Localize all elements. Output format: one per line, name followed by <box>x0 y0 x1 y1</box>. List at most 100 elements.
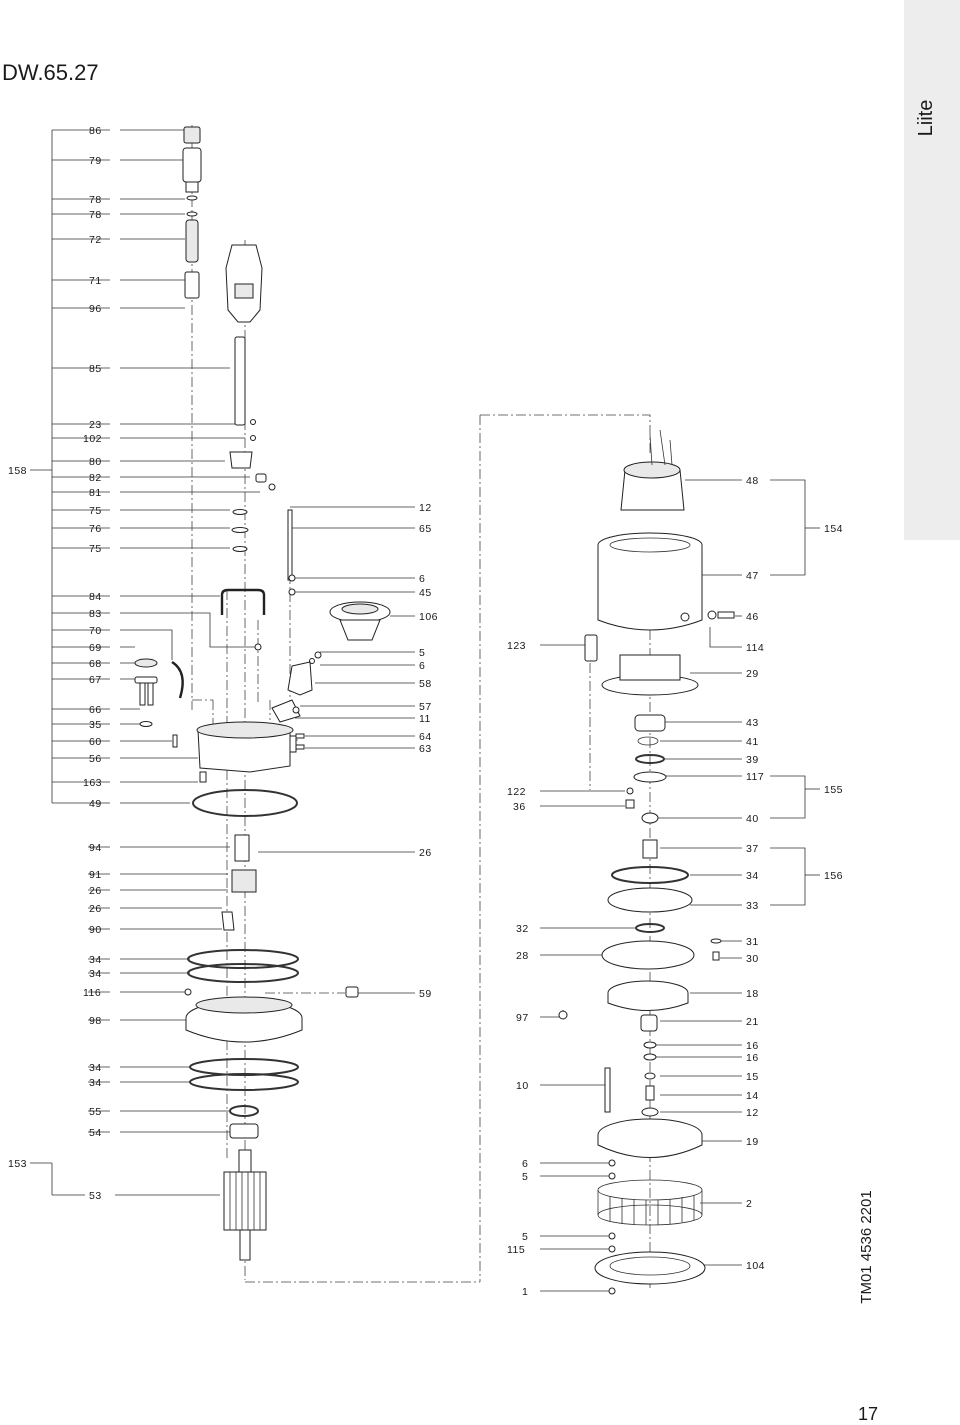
label-104: 104 <box>746 1260 765 1272</box>
label-117: 117 <box>746 771 764 783</box>
middle-parts <box>271 509 391 998</box>
label-36: 36 <box>513 801 526 813</box>
label-34: 34 <box>89 1062 102 1074</box>
label-69: 69 <box>89 642 102 654</box>
label-55: 55 <box>89 1106 102 1118</box>
label-39: 39 <box>746 754 759 766</box>
label-6: 6 <box>522 1158 528 1170</box>
label-16: 16 <box>746 1040 759 1052</box>
label-56: 56 <box>89 753 102 765</box>
label-155: 155 <box>824 784 843 796</box>
label-41: 41 <box>746 736 759 748</box>
label-106: 106 <box>419 611 438 623</box>
label-96: 96 <box>89 303 102 315</box>
label-18: 18 <box>746 988 759 1000</box>
label-12: 12 <box>419 502 432 514</box>
label-26: 26 <box>419 847 432 859</box>
label-12: 12 <box>746 1107 759 1119</box>
label-70: 70 <box>89 625 102 637</box>
label-53: 53 <box>89 1190 102 1202</box>
label-80: 80 <box>89 456 102 468</box>
left-parts <box>134 126 303 1261</box>
right-parts <box>558 429 735 1295</box>
label-1: 1 <box>522 1286 528 1298</box>
label-26: 26 <box>89 903 102 915</box>
label-82: 82 <box>89 472 102 484</box>
label-122: 122 <box>507 786 526 798</box>
label-79: 79 <box>89 155 102 167</box>
label-68: 68 <box>89 658 102 670</box>
left-bracket-lines <box>30 130 53 1195</box>
label-26: 26 <box>89 885 102 897</box>
label-57: 57 <box>419 701 432 713</box>
label-63: 63 <box>419 743 432 755</box>
label-123: 123 <box>507 640 526 652</box>
label-28: 28 <box>516 950 529 962</box>
label-59: 59 <box>419 988 432 1000</box>
label-114: 114 <box>746 642 764 654</box>
label-72: 72 <box>89 234 102 246</box>
label-115: 115 <box>507 1244 525 1256</box>
label-67: 67 <box>89 674 102 686</box>
label-45: 45 <box>419 587 432 599</box>
label-30: 30 <box>746 953 759 965</box>
label-37: 37 <box>746 843 759 855</box>
label-43: 43 <box>746 717 759 729</box>
label-78: 78 <box>89 194 102 206</box>
label-16: 16 <box>746 1052 759 1064</box>
label-6: 6 <box>419 573 425 585</box>
label-10: 10 <box>516 1080 529 1092</box>
label-47: 47 <box>746 570 759 582</box>
label-91: 91 <box>89 869 102 881</box>
drawing-code: TM01 4536 2201 <box>858 1190 875 1304</box>
label-29: 29 <box>746 668 759 680</box>
label-116: 116 <box>83 987 101 999</box>
label-85: 85 <box>89 363 102 375</box>
label-86: 86 <box>89 125 102 137</box>
label-156: 156 <box>824 870 843 882</box>
label-34: 34 <box>89 954 102 966</box>
label-75: 75 <box>89 505 102 517</box>
label-84: 84 <box>89 591 102 603</box>
label-158: 158 <box>8 465 27 477</box>
label-5: 5 <box>419 647 425 659</box>
label-97: 97 <box>516 1012 529 1024</box>
label-14: 14 <box>746 1090 759 1102</box>
page-title: DW.65.27 <box>2 60 99 85</box>
left-leader-lines <box>52 129 260 1196</box>
label-32: 32 <box>516 923 529 935</box>
label-35: 35 <box>89 719 102 731</box>
label-153: 153 <box>8 1158 27 1170</box>
middle-leader-lines <box>258 506 415 994</box>
label-60: 60 <box>89 736 102 748</box>
label-34: 34 <box>89 1077 102 1089</box>
part-number-labels: 86 79 78 78 72 71 96 85 23 102 158 80 82… <box>8 125 843 1298</box>
label-5: 5 <box>522 1171 528 1183</box>
label-31: 31 <box>746 936 759 948</box>
label-33: 33 <box>746 900 759 912</box>
label-40: 40 <box>746 813 759 825</box>
label-102: 102 <box>83 433 102 445</box>
label-154: 154 <box>824 523 843 535</box>
label-49: 49 <box>89 798 102 810</box>
label-98: 98 <box>89 1015 102 1027</box>
label-34: 34 <box>746 870 759 882</box>
label-64: 64 <box>419 731 432 743</box>
label-19: 19 <box>746 1136 759 1148</box>
label-6: 6 <box>419 660 425 672</box>
label-15: 15 <box>746 1071 759 1083</box>
label-75: 75 <box>89 543 102 555</box>
label-54: 54 <box>89 1127 102 1139</box>
label-71: 71 <box>89 275 102 287</box>
label-94: 94 <box>89 842 102 854</box>
label-58: 58 <box>419 678 432 690</box>
label-65: 65 <box>419 523 432 535</box>
right-leader-lines <box>540 479 820 1292</box>
label-78: 78 <box>89 209 102 221</box>
label-5: 5 <box>522 1231 528 1243</box>
side-tab <box>904 0 960 540</box>
label-48: 48 <box>746 475 759 487</box>
label-76: 76 <box>89 523 102 535</box>
label-66: 66 <box>89 704 102 716</box>
